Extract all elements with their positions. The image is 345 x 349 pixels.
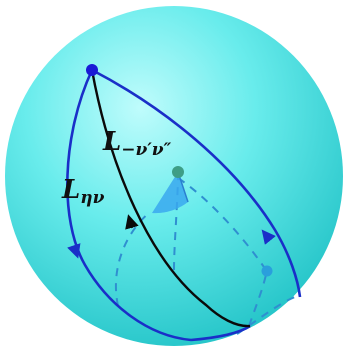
black-geodesic xyxy=(90,69,251,328)
outer-right-geodesic xyxy=(91,68,302,298)
outer-left-geodesic xyxy=(66,69,192,342)
arrow-left-curve xyxy=(67,243,81,259)
cone-wedge xyxy=(152,172,188,214)
green-point xyxy=(172,166,184,178)
front-curves xyxy=(66,68,302,342)
arrow-black-curve xyxy=(125,214,139,230)
label-l-top: L−ν′ν″ xyxy=(102,127,172,160)
hidden-curve-right xyxy=(177,177,267,271)
arrow-right-curve xyxy=(261,229,276,245)
label-l-left: Lην xyxy=(61,175,105,208)
bottom-geodesic xyxy=(190,324,251,342)
hidden-point xyxy=(261,265,273,277)
hidden-curve-left xyxy=(114,211,151,307)
hidden-curve-bottom xyxy=(248,269,268,327)
vertex-point xyxy=(86,64,98,76)
